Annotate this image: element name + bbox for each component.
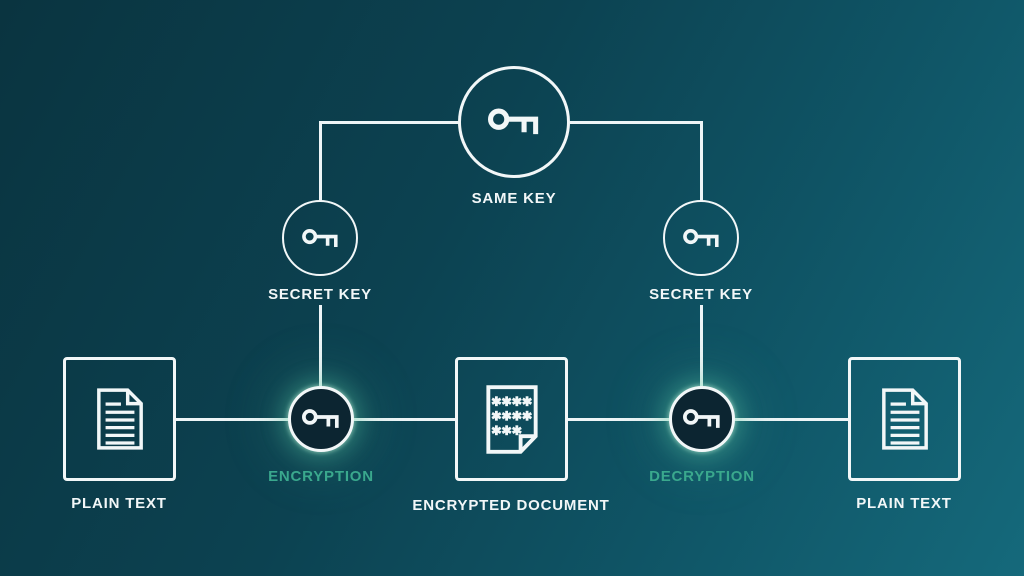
same-key-node	[458, 66, 570, 178]
key-icon	[682, 228, 720, 249]
connector-samekey-to-left	[319, 121, 460, 124]
same-key-label: SAME KEY	[471, 190, 557, 207]
decryption-node	[669, 386, 735, 452]
connector-encrypteddoc-to-decryption	[566, 418, 671, 421]
encrypted-document-label: ENCRYPTED DOCUMENT	[412, 497, 610, 514]
decryption-label: DECRYPTION	[649, 468, 755, 485]
encrypted-document-box	[455, 357, 568, 481]
connector-decryption-to-plaintext	[733, 418, 848, 421]
key-icon	[301, 228, 339, 249]
connector-secretkey-to-decryption	[700, 305, 703, 388]
secret-key-left-node	[282, 200, 358, 276]
connector-right-secretkey-drop	[700, 121, 703, 202]
plain-text-right-box	[848, 357, 961, 481]
plain-text-right-label: PLAIN TEXT	[856, 495, 952, 512]
secret-key-left-label: SECRET KEY	[268, 286, 372, 303]
key-icon	[683, 408, 721, 430]
document-icon	[95, 387, 145, 451]
document-icon	[880, 387, 930, 451]
encryption-node	[288, 386, 354, 452]
secret-key-right-label: SECRET KEY	[649, 286, 753, 303]
key-icon	[302, 408, 340, 430]
encryption-label: ENCRYPTION	[268, 468, 374, 485]
connector-samekey-to-right	[570, 121, 703, 124]
connector-encryption-to-encrypteddoc	[352, 418, 455, 421]
connector-secretkey-to-encryption	[319, 305, 322, 388]
connector-plaintext-to-encryption	[176, 418, 290, 421]
plain-text-left-label: PLAIN TEXT	[71, 495, 167, 512]
key-icon	[488, 107, 540, 137]
connector-left-secretkey-drop	[319, 121, 322, 202]
plain-text-left-box	[63, 357, 176, 481]
secret-key-right-node	[663, 200, 739, 276]
encrypted-document-icon	[484, 384, 540, 455]
